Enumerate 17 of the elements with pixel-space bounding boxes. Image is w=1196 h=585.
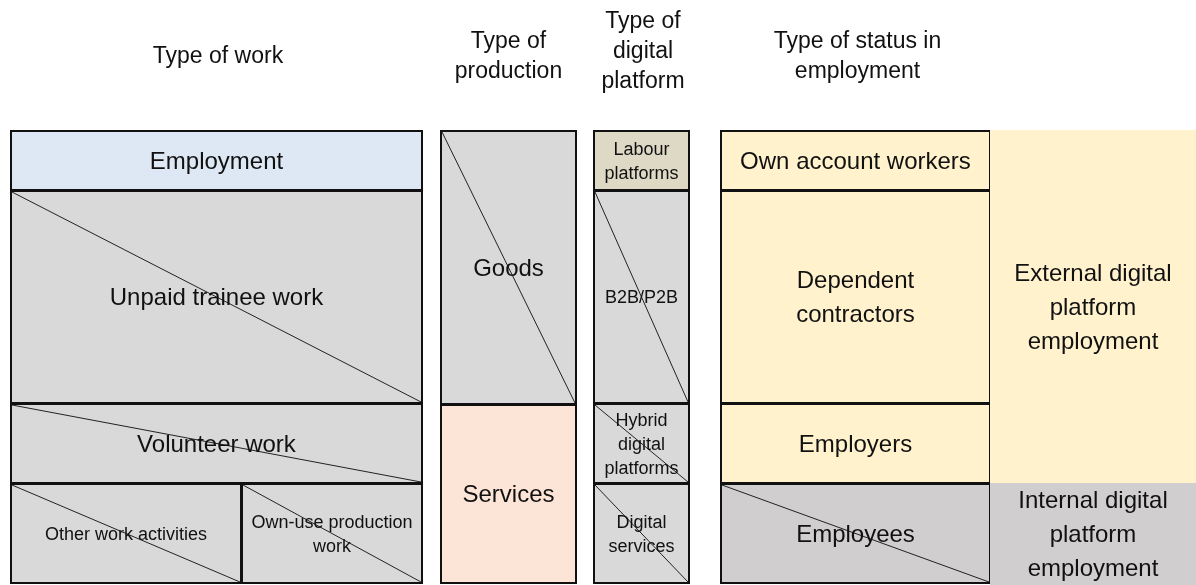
category-box: Goods [440,130,577,405]
category-box: Dependent contractors [720,190,991,404]
category-box: Labour platforms [593,130,690,191]
category-band: Internal digital platform employment [990,483,1196,585]
category-box: Services [440,404,577,584]
category-band: External digital platform employment [990,130,1196,483]
column-heading: Type of status in employment [772,26,943,85]
category-box: Volunteer work [10,403,423,484]
category-box: Own account workers [720,130,991,191]
column-heading: Type of work [151,41,285,70]
category-box: Digital services [593,483,690,584]
column-heading: Type of production [453,26,564,85]
column-heading: Type of digital platform [600,6,686,95]
category-box: B2B/P2B [593,190,690,404]
category-box: Employers [720,403,991,484]
category-box: Employment [10,130,423,191]
category-box: Other work activities [10,483,242,584]
